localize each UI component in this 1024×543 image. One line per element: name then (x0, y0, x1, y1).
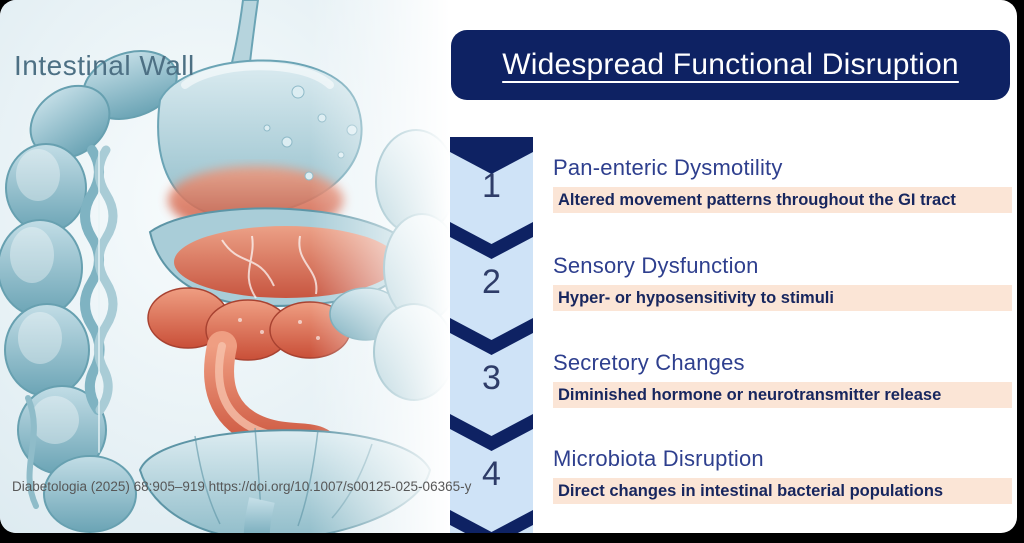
intestine-illustration (0, 0, 450, 533)
list-item-3: Secretory Changes Diminished hormone or … (553, 350, 1012, 422)
item-detail: Diminished hormone or neurotransmitter r… (553, 382, 1012, 408)
chevron-band: 1 2 3 4 (450, 137, 533, 533)
item-heading: Pan-enteric Dysmotility (553, 155, 783, 180)
list-item-4: Microbiota Disruption Direct changes in … (553, 446, 1012, 518)
slide-card: Intestinal Wall Diabetologia (2025) 68:9… (0, 0, 1017, 533)
illustration-label: Intestinal Wall (14, 50, 195, 81)
item-heading: Secretory Changes (553, 350, 745, 375)
title-box: Widespread Functional Disruption (451, 30, 1010, 100)
item-detail: Altered movement patterns throughout the… (553, 187, 1012, 213)
page-title: Widespread Functional Disruption (502, 48, 959, 81)
list-item-1: Pan-enteric Dysmotility Altered movement… (553, 155, 1012, 227)
chevron-down-icons (450, 137, 533, 533)
step-number-3: 3 (482, 359, 501, 397)
step-number-2: 2 (482, 263, 501, 301)
intestine-artwork-svg (0, 0, 450, 533)
step-number-4: 4 (482, 455, 501, 493)
item-heading: Sensory Dysfunction (553, 253, 759, 278)
item-detail: Hyper- or hyposensitivity to stimuli (553, 285, 1012, 311)
citation-text: Diabetologia (2025) 68:905–919 https://d… (12, 479, 472, 494)
item-heading: Microbiota Disruption (553, 446, 764, 471)
item-detail: Direct changes in intestinal bacterial p… (553, 478, 1012, 504)
list-item-2: Sensory Dysfunction Hyper- or hyposensit… (553, 253, 1012, 325)
step-number-1: 1 (482, 167, 501, 205)
